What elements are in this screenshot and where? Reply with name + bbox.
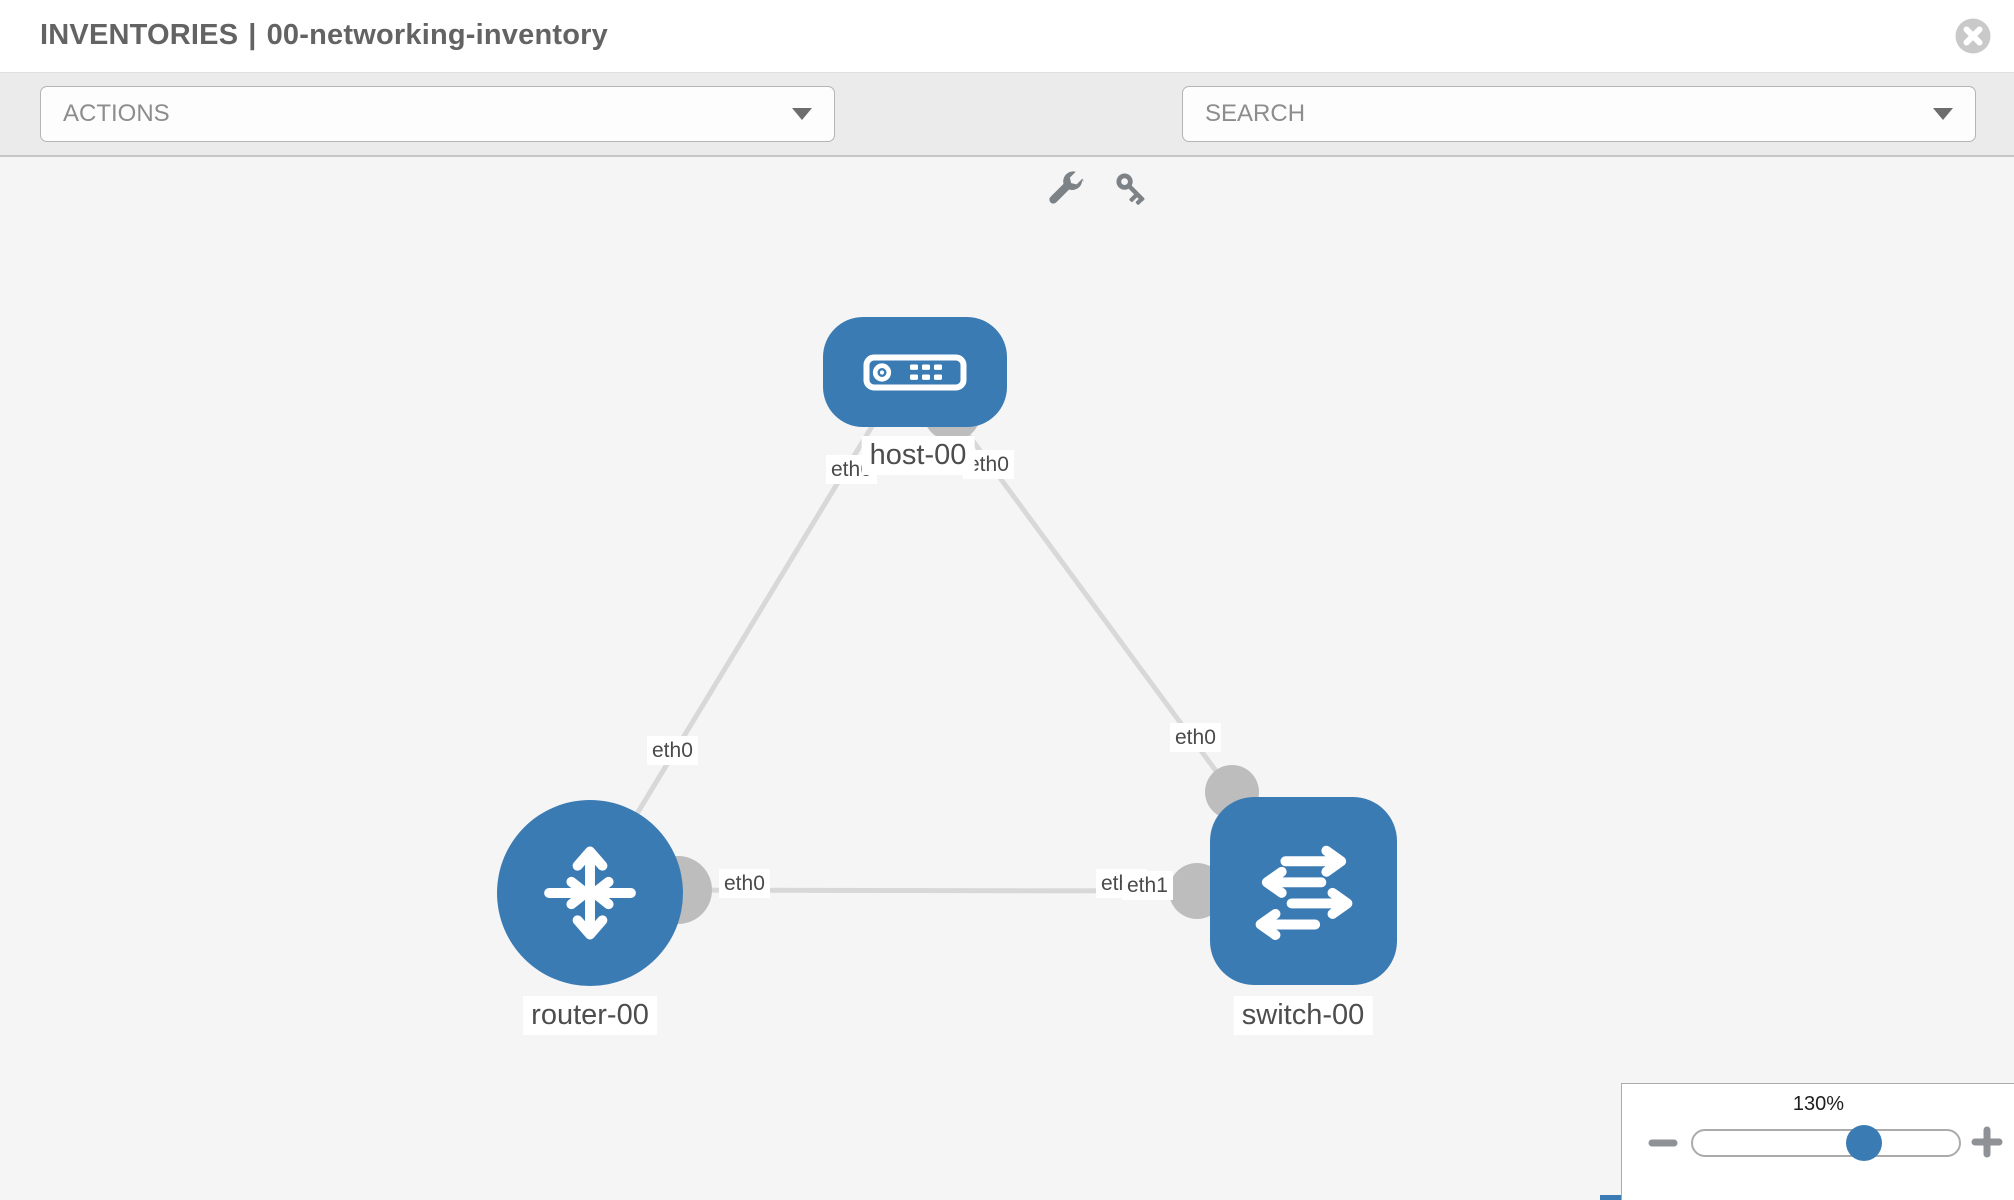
host-icon [863,354,967,390]
actions-dropdown-label: ACTIONS [63,100,170,127]
credentials-button[interactable] [1112,169,1152,214]
router-icon [544,846,636,940]
chevron-down-icon [792,108,812,120]
breadcrumb-section: INVENTORIES [40,19,239,51]
interface-label: eth0 [647,736,698,766]
actions-dropdown[interactable]: ACTIONS [40,86,835,142]
node-host-00[interactable] [823,317,1007,427]
node-label-switch: switch-00 [1233,996,1373,1035]
zoom-in-button[interactable] [1970,1125,2004,1164]
search-dropdown-label: SEARCH [1205,100,1306,127]
interface-label: eth0 [1170,723,1221,753]
zoom-level: 130% [1792,1093,1845,1115]
page-title: INVENTORIES | 00-networking-inventory [40,19,608,52]
toolbar: ACTIONS SEARCH [0,73,2014,205]
zoom-slider-thumb[interactable] [1846,1125,1882,1161]
breadcrumb-separator: | [248,19,257,51]
close-button[interactable] [1954,17,1992,55]
wrench-icon [1049,171,1084,204]
key-icon [1116,173,1145,205]
zoom-panel: 130% [1621,1083,2014,1200]
zoom-out-button[interactable] [1648,1128,1678,1163]
chevron-down-icon [1933,108,1953,120]
node-label-router: router-00 [523,996,657,1035]
interface-label: eth1 [1122,871,1173,901]
page-header: INVENTORIES | 00-networking-inventory [0,0,2014,73]
link-host-router [595,416,880,880]
plus-icon [1971,1126,2003,1158]
tools-button[interactable] [1045,169,1085,214]
partial-element-fragment [1600,1195,1621,1200]
search-dropdown[interactable]: SEARCH [1182,86,1976,142]
zoom-slider-track[interactable] [1691,1129,1961,1157]
node-label-host: host-00 [861,436,975,475]
switch-icon [1255,845,1352,940]
interface-label: eth0 [719,869,770,899]
minus-icon [1648,1139,1678,1147]
close-icon [1955,18,1991,54]
node-router-00[interactable] [497,800,683,986]
node-switch-00[interactable] [1210,797,1397,985]
breadcrumb-inventory-name: 00-networking-inventory [266,19,608,51]
